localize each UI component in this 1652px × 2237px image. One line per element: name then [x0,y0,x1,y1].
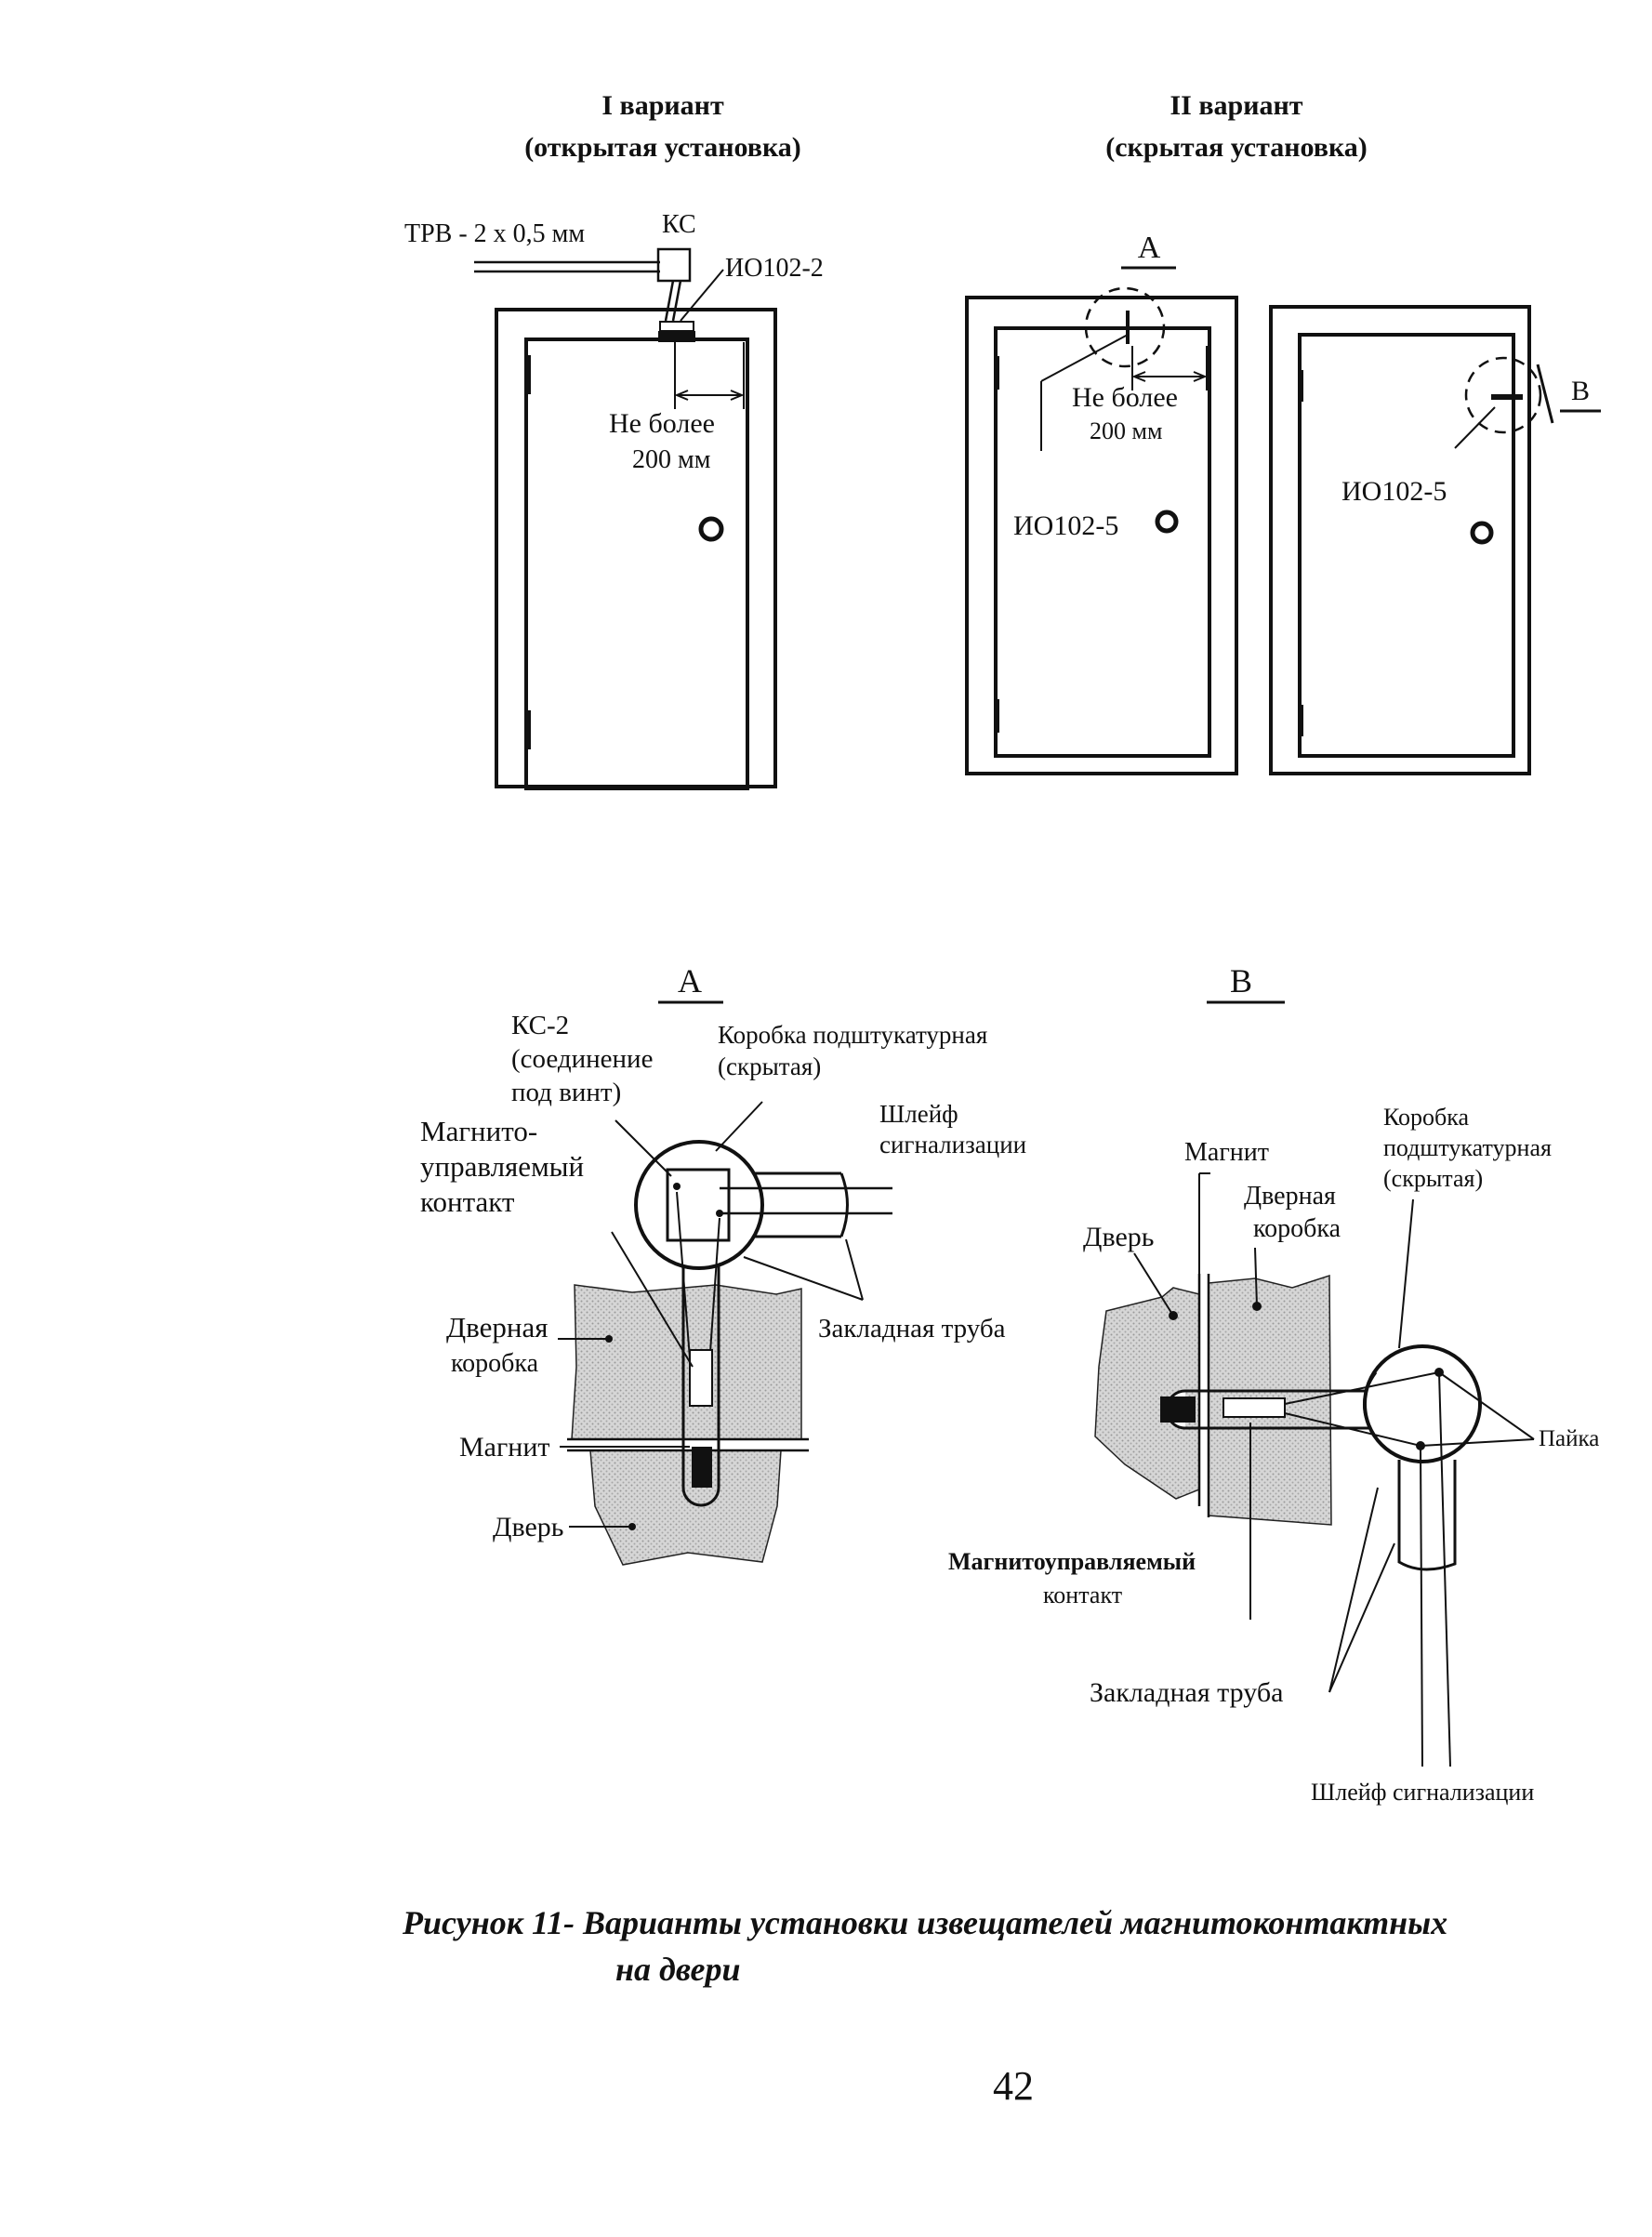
contact-a-line3: контакт [420,1185,515,1218]
door-frame-outer [495,308,777,788]
door-2-hinge-top [994,356,999,390]
dimension-line-2 [1131,346,1208,390]
wire-line [474,260,660,273]
door-2-leaf [994,326,1211,758]
reed-contact-b [1222,1397,1286,1418]
door-a [589,1449,782,1566]
pipe-b-vertical [1397,1460,1457,1571]
page-number: 42 [993,2063,1034,2109]
magnet-b [1160,1396,1196,1423]
variant-1-heading: I вариант [601,90,724,121]
loop-a-line1: Шлейф [879,1100,958,1128]
contact-a-line2: управляемый [420,1150,584,1183]
variant-1-group: I вариант (открытая установка) ТРВ - 2 х… [404,90,824,790]
sensor-leader [680,269,724,322]
door-2 [965,296,1238,775]
distance-label-1-line1: Не более [609,408,715,439]
pipe-a-horizontal [720,1171,892,1238]
box-a-line2: (скрытая) [718,1052,821,1080]
magnet-a [692,1447,712,1488]
callout-a-circle [1084,286,1166,368]
magnet-a-label: Магнит [459,1432,550,1463]
door-b-label: Дверь [1083,1222,1154,1252]
hinge-bottom [524,710,531,749]
distance-label-2-line1: Не более [1072,382,1178,413]
frame-a-line2: коробка [451,1349,539,1378]
box-b-line2: подштукатурная [1383,1134,1552,1161]
door-2-frame [965,296,1238,775]
variant-2-subheading: (скрытая установка) [1105,132,1368,163]
distance-label-2-line2: 200 мм [1090,417,1162,444]
detail-b-title: В [1230,962,1252,999]
detail-b-group: В Магнит Дверная коробка Коробка подштук… [948,962,1599,1806]
loop-b-label: Шлейф сигнализации [1311,1779,1534,1806]
door-1 [495,308,777,790]
magnet-b-label: Магнит [1184,1138,1269,1167]
frame-a-line1: Дверная [446,1311,548,1344]
door-3-leader [1454,406,1496,449]
detail-a-title: А [678,962,702,999]
reed-contact-a [689,1349,713,1407]
wire-label: ТРВ - 2 х 0,5 мм [404,219,585,248]
frame-b-line2: коробка [1253,1214,1341,1243]
door-a-label: Дверь [493,1512,563,1542]
door-3-hinge-bottom [1298,705,1303,736]
door-leaf [524,338,749,790]
callout-a-label: А [1138,231,1161,265]
figure-caption-line2: на двери [615,1951,741,1988]
solder-label: Пайка [1539,1426,1599,1451]
frame-b-line1: Дверная [1244,1182,1336,1211]
door-2-handle [1155,510,1179,534]
connector-box [656,247,692,283]
variant-2-group: II вариант (скрытая установка) А Не боле… [965,90,1601,775]
detail-a-group: А КС-2 (соединение под винт) Коробка под… [420,962,1026,1566]
ks2-line3: под винт) [511,1078,621,1107]
magnet-io102-2 [658,331,695,342]
contact-b-line2: контакт [1043,1582,1122,1608]
dimension-line-1 [674,342,745,409]
door-3 [1269,305,1531,775]
box-a-line1: Коробка подштукатурная [718,1021,987,1049]
variant-2-heading: II вариант [1170,90,1302,121]
door-3-handle [1470,521,1494,545]
box-b-line1: Коробка [1383,1104,1470,1131]
wires-b [1284,1371,1451,1767]
ks2-line1: КС-2 [511,1011,569,1040]
sensor-io102-5-label-left: ИО102-5 [1013,510,1118,541]
hinge-top [524,355,531,394]
distance-label-1-line2: 200 мм [632,445,711,474]
door-2-hinge-bottom [994,699,999,733]
figure-caption-line1: Рисунок 11- Варианты установки извещател… [402,1904,1447,1941]
sensor-io102-2 [659,321,694,332]
contact-a-line1: Магнито- [420,1115,537,1147]
box-b-line3: (скрытая) [1383,1165,1483,1192]
door-frame-a [571,1284,802,1440]
contact-b-line1: Магнитоуправляемый [948,1548,1196,1575]
loop-a-line2: сигнализации [879,1131,1026,1158]
connector-lead [664,280,675,322]
ks2-line2: (соединение [511,1044,653,1074]
door-3-hinge-top [1298,370,1303,402]
connector-ks-label: КС [662,210,696,239]
sensor-io102-2-label: ИО102-2 [725,254,824,283]
door-3-leaf [1298,333,1515,758]
sensor-io102-5-label-right: ИО102-5 [1341,476,1447,507]
variant-1-subheading: (открытая установка) [524,132,801,163]
ks2-terminal-block [666,1168,731,1242]
door-3-frame [1269,305,1531,775]
door-b [1094,1287,1200,1500]
door-2-leader [1040,334,1129,382]
callout-b-cut-line [1536,364,1554,424]
door-handle [698,516,724,542]
pipe-b-label: Закладная труба [1090,1677,1283,1708]
callout-b-circle [1464,356,1542,434]
pipe-a-label: Закладная труба [818,1314,1006,1344]
callout-b-label: В [1571,376,1590,406]
